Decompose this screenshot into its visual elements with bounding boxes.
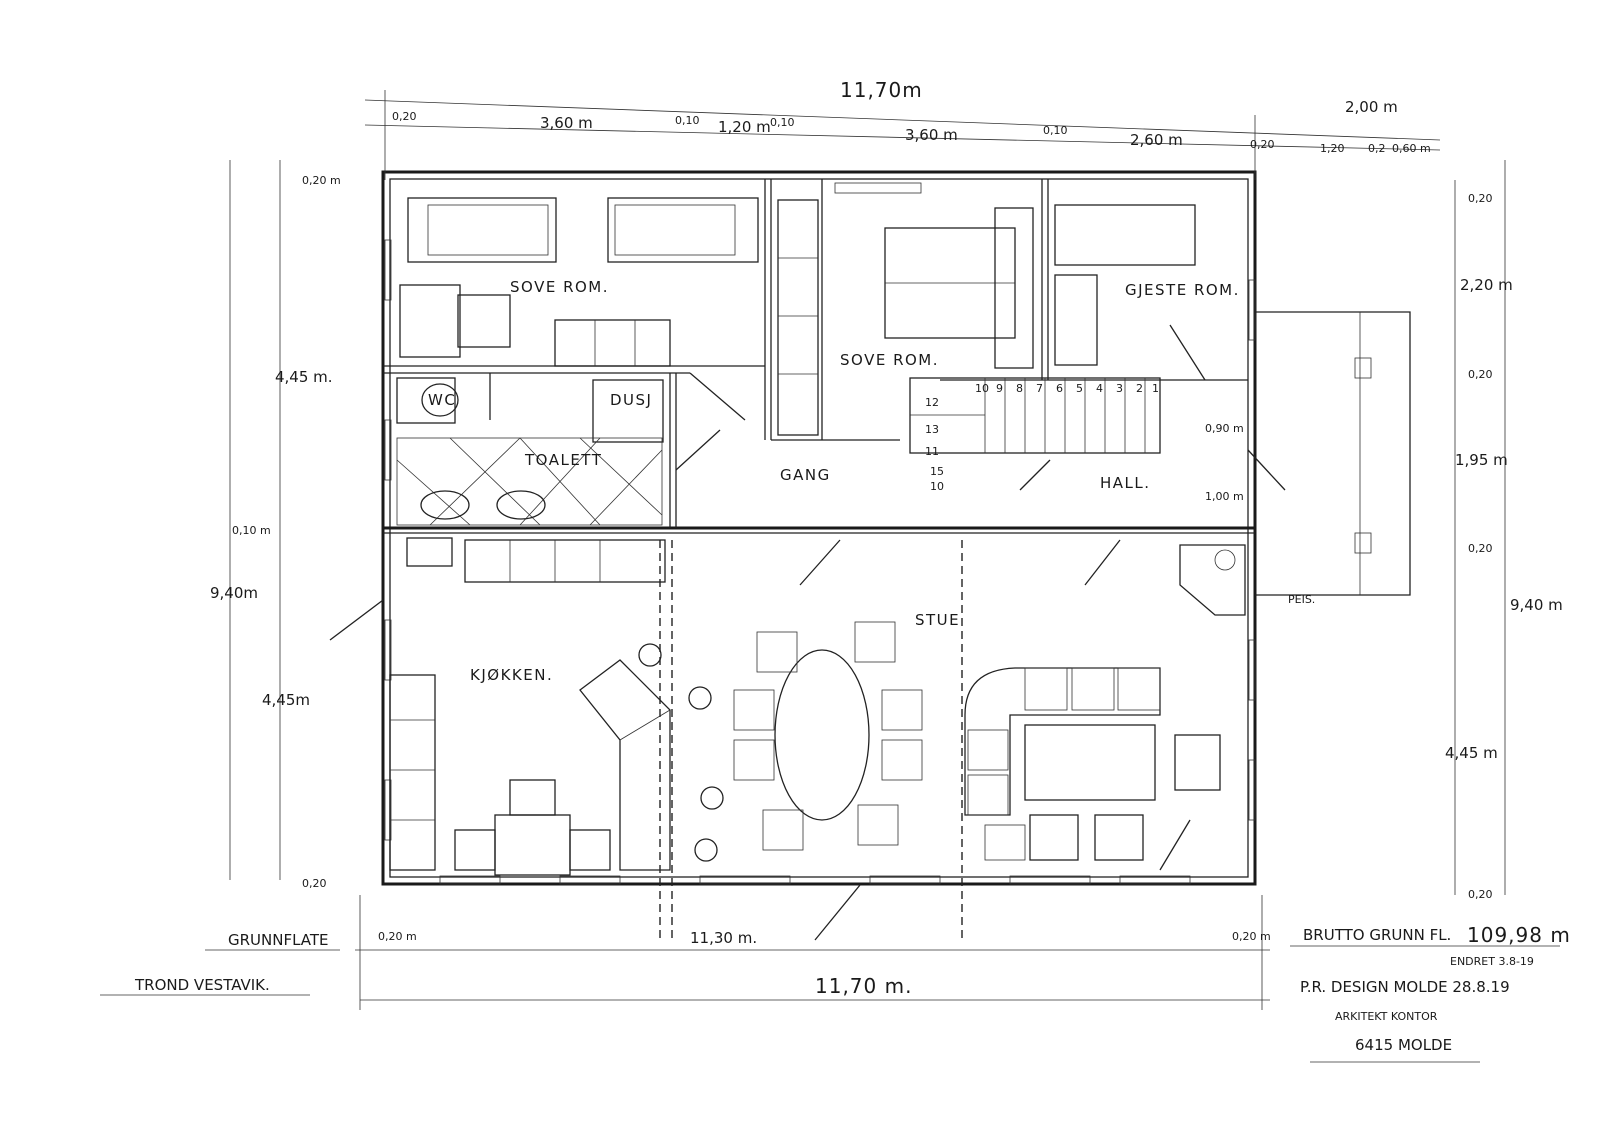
step-label: 8 bbox=[1016, 382, 1023, 395]
dim-right-top-wall: 0,20 bbox=[1468, 192, 1493, 205]
dim-top-8: 2,60 m bbox=[1130, 131, 1183, 149]
step-label: 9 bbox=[996, 382, 1003, 395]
dim-top-5: 0,10 bbox=[770, 116, 795, 129]
dim-right-3: 1,95 m bbox=[1455, 451, 1508, 469]
dim-top-right-1: 1,20 bbox=[1320, 142, 1345, 155]
office-line-1: ARKITEKT KONTOR bbox=[1335, 1010, 1438, 1023]
office-line-2: 6415 MOLDE bbox=[1355, 1036, 1452, 1054]
step-label: 11 bbox=[925, 445, 939, 458]
label-hall: HALL. bbox=[1100, 474, 1151, 492]
step-label: 2 bbox=[1136, 382, 1143, 395]
windows bbox=[384, 182, 1256, 885]
step-label: 1 bbox=[1152, 382, 1159, 395]
step-label: 10 bbox=[975, 382, 989, 395]
dim-right-1: 2,20 m bbox=[1460, 276, 1513, 294]
designer-line: P.R. DESIGN MOLDE 28.8.19 bbox=[1300, 978, 1510, 996]
title-block: GRUNNFLATE TROND VESTAVIK. BRUTTO GRUNN … bbox=[100, 923, 1571, 1063]
step-label: 7 bbox=[1036, 382, 1043, 395]
dim-door-1: 0,90 m bbox=[1205, 422, 1244, 435]
dim-bottom-left-wall: 0,20 m bbox=[378, 930, 417, 943]
dim-top-total: 11,70m bbox=[840, 78, 923, 102]
dim-door-2: 1,00 m bbox=[1205, 490, 1244, 503]
dim-right-lower: 4,45 m bbox=[1445, 744, 1498, 762]
dim-left-mid-wall: 0,10 m bbox=[232, 524, 271, 537]
step-label: 4 bbox=[1096, 382, 1103, 395]
label-sove-rom-1: SOVE ROM. bbox=[510, 278, 609, 296]
dim-left-top-wall: 0,20 m bbox=[302, 174, 341, 187]
label-sove-rom-2: SOVE ROM. bbox=[840, 351, 939, 369]
dim-top-right-total: 2,00 m bbox=[1345, 98, 1398, 116]
doors bbox=[329, 324, 1286, 941]
dim-left-bottom-wall: 0,20 bbox=[302, 877, 327, 890]
label-gang: GANG bbox=[780, 466, 831, 484]
dimension-lines bbox=[229, 90, 1506, 1010]
dim-top-7: 0,10 bbox=[1043, 124, 1068, 137]
label-toalett: TOALETT bbox=[524, 451, 602, 469]
room-labels: SOVE ROM. SOVE ROM. GJESTE ROM. TOALETT … bbox=[428, 278, 1315, 684]
label-gjeste-rom: GJESTE ROM. bbox=[1125, 281, 1240, 299]
dim-right-bottom-wall: 0,20 bbox=[1468, 888, 1493, 901]
dim-top-3: 0,10 bbox=[675, 114, 700, 127]
stair-numbers: 10 9 8 7 6 5 4 3 2 1 12 13 11 15 10 bbox=[925, 382, 1159, 493]
dim-bottom-right-wall: 0,20 m bbox=[1232, 930, 1271, 943]
dim-top-1: 0,20 bbox=[392, 110, 417, 123]
dim-left-total: 9,40m bbox=[210, 584, 258, 602]
plan-name: GRUNNFLATE bbox=[228, 931, 329, 949]
step-label: 5 bbox=[1076, 382, 1083, 395]
step-label: 13 bbox=[925, 423, 939, 436]
area-value: 109,98 m bbox=[1467, 923, 1571, 947]
step-label: 12 bbox=[925, 396, 939, 409]
label-dusj: DUSJ bbox=[610, 391, 652, 409]
dim-top-6: 3,60 m bbox=[905, 126, 958, 144]
dim-right-2: 0,20 bbox=[1468, 368, 1493, 381]
area-label: BRUTTO GRUNN FL. bbox=[1303, 926, 1451, 944]
label-stue: STUE bbox=[915, 611, 960, 629]
dim-right-total: 9,40 m bbox=[1510, 596, 1563, 614]
step-label: 10 bbox=[930, 480, 944, 493]
dim-left-lower: 4,45m bbox=[262, 691, 310, 709]
dim-top-right-2: 0,2 bbox=[1368, 142, 1386, 155]
revised-date: ENDRET 3.8-19 bbox=[1450, 955, 1534, 968]
step-label: 6 bbox=[1056, 382, 1063, 395]
dim-right-4: 0,20 bbox=[1468, 542, 1493, 555]
step-label: 15 bbox=[930, 465, 944, 478]
dim-top-2: 3,60 m bbox=[540, 114, 593, 132]
step-label: 3 bbox=[1116, 382, 1123, 395]
dim-bottom-total: 11,70 m. bbox=[815, 974, 912, 998]
dim-left-upper: 4,45 m. bbox=[275, 368, 333, 386]
dim-bottom-inner: 11,30 m. bbox=[690, 929, 757, 947]
dim-top-9: 0,20 bbox=[1250, 138, 1275, 151]
label-kjokken: KJØKKEN. bbox=[470, 666, 553, 684]
label-peis: PEIS. bbox=[1288, 593, 1315, 606]
furniture bbox=[389, 197, 1411, 876]
label-wc: WC bbox=[428, 391, 456, 409]
dim-top-4: 1,20 m bbox=[718, 118, 771, 136]
dimension-labels: 11,70m 0,20 3,60 m 0,10 1,20 m 0,10 3,60… bbox=[210, 78, 1563, 998]
owner-name: TROND VESTAVIK. bbox=[134, 976, 270, 994]
dim-top-right-3: 0,60 m bbox=[1392, 142, 1431, 155]
